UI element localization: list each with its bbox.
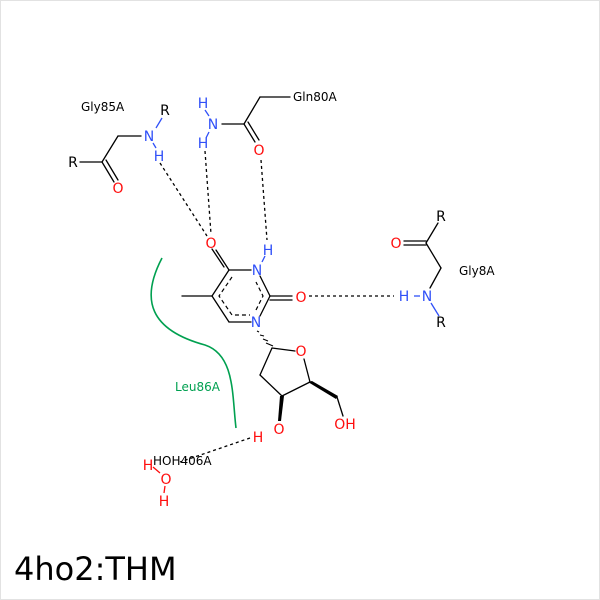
bond-c2p-c1p <box>259 347 273 376</box>
hbond-gly85-o4 <box>159 162 208 237</box>
bond-gln80-n-h2 <box>205 131 210 139</box>
aromatic-dash-left <box>218 276 250 316</box>
bond-gly85-n-h <box>152 142 157 149</box>
atom-gln80-o: O <box>253 143 264 159</box>
residue-label-leu86a: Leu86A <box>175 380 221 394</box>
atom-gly85-o: O <box>112 181 123 197</box>
bond-n1-c2 <box>259 295 271 317</box>
bond-gly85-n-r <box>155 117 163 129</box>
diagram-title: 4ho2:THM <box>14 550 177 588</box>
hbond-o3-water <box>179 437 251 463</box>
bond-gly8-ca-n <box>429 267 442 289</box>
aromatic-dash-right <box>255 281 264 311</box>
atom-gly85-h: H <box>154 149 165 165</box>
bond-gln80-c-o-double <box>247 121 260 141</box>
hydrophobic-arc-leu86a <box>150 257 237 429</box>
bond-hoh-o-h2 <box>163 485 166 494</box>
residue-label-gly8a: Gly8A <box>459 264 495 278</box>
ligand-sugar <box>256 330 344 421</box>
ligand-thymine <box>181 248 293 323</box>
atom-o4-ring: O <box>295 344 306 360</box>
residue-gly85a <box>79 117 163 183</box>
atom-o2: O <box>295 290 306 306</box>
residue-label-gly85a: Gly85A <box>81 100 125 114</box>
atom-n1: N <box>251 315 261 331</box>
atom-gly85-r-top: R <box>160 103 170 119</box>
bond-n3-h <box>261 255 266 263</box>
bond-c1p-o4p <box>271 347 296 352</box>
bond-c5-c6 <box>211 295 230 323</box>
bond-c4-o4 <box>215 249 230 271</box>
atom-o4: O <box>205 236 216 252</box>
wedge-c3p-o3p <box>278 396 284 421</box>
atom-o3: O <box>273 422 284 438</box>
bond-gly85-c-o-double <box>105 159 119 181</box>
bond-gln80-c-o <box>243 123 256 143</box>
bond-gly8-c-ca <box>425 242 442 269</box>
bond-gln80-c-cb <box>243 96 261 125</box>
bond-gly8-n-r <box>430 302 440 317</box>
bond-gly8-c-r <box>425 222 439 244</box>
bond-c3p-c2p <box>259 374 283 397</box>
atom-gln80-h1: H <box>198 96 209 112</box>
hbond-gln80-n3 <box>260 159 268 241</box>
atom-gly8-o: O <box>390 236 401 252</box>
residue-gly8a <box>403 222 442 317</box>
bond-gly85-c-o <box>101 161 115 183</box>
atom-gly8-n: N <box>422 289 432 305</box>
atom-oh5: OH <box>334 417 356 433</box>
bond-gln80-h1-n <box>204 109 210 117</box>
atom-gln80-n: N <box>208 117 218 133</box>
atom-gly8-r-top: R <box>436 209 446 225</box>
residue-label-gln80a: Gln80A <box>293 90 338 104</box>
atom-gln80-h2: H <box>198 136 209 152</box>
residue-gln80a <box>204 96 291 143</box>
bond-c2-n3 <box>259 275 271 297</box>
bond-c5p-o5p <box>336 396 344 417</box>
atom-hoh-h1: H <box>143 458 154 474</box>
bond-c4-c5 <box>211 269 230 297</box>
atom-gly85-r-left: R <box>68 155 78 171</box>
atom-labels: O N H O N O O H OH Gly85A R R N H O Gln8… <box>68 90 495 510</box>
atom-gly85-n: N <box>144 129 154 145</box>
hydrogen-bonds <box>159 150 394 463</box>
bond-o4p-c4p <box>303 358 311 383</box>
atom-gly8-h: H <box>399 289 410 305</box>
atom-h-o3: H <box>253 430 264 446</box>
atom-hoh-o: O <box>160 472 171 488</box>
wedge-n1-c1p <box>256 330 274 347</box>
residue-hoh406a <box>152 466 166 494</box>
wedge-c4p-c5p <box>308 381 338 399</box>
atom-gly8-r-bottom: R <box>436 315 446 331</box>
bond-hoh-h1-o <box>152 466 161 474</box>
atom-hoh-h2: H <box>159 494 170 510</box>
bond-gly85-c-ca <box>101 135 119 163</box>
residue-label-hoh406a: HOH406A <box>153 454 212 468</box>
bond-c4p-c3p <box>281 381 311 397</box>
hbond-gln80-o4 <box>204 150 212 235</box>
bond-c4-o4-double <box>211 248 225 268</box>
atom-n3: N <box>252 263 262 279</box>
atom-h3: H <box>263 243 274 259</box>
